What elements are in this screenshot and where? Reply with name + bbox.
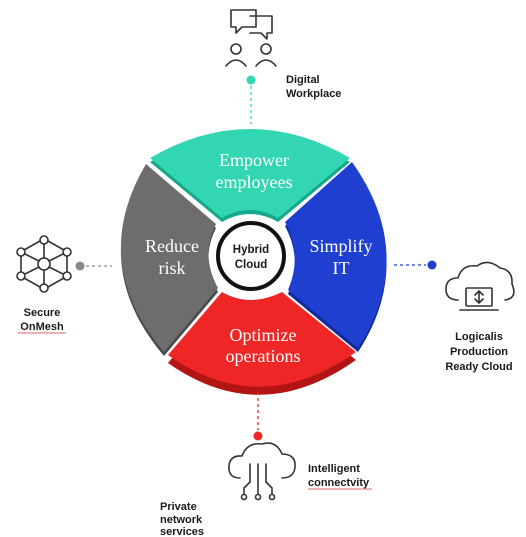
connectors [75,75,437,441]
outer-bottom-label1-1: Intelligent [308,463,360,475]
outer-right-label-1: Logicalis [455,331,503,343]
dot-bottom [253,431,263,441]
cloud-laptop-icon [445,261,515,311]
segment-right-label-2: IT [333,258,350,278]
segment-bottom-label-2: operations [226,346,301,366]
segment-bottom [168,292,356,387]
dot-right [427,260,437,270]
dot-left [75,261,85,271]
center-label-1: Hybrid [233,244,269,256]
outer-top-label-2: Workplace [286,88,341,100]
outer-right-label-2: Production [450,346,508,358]
mesh-network-icon [16,235,72,293]
outer-bottom-label2-2: network [160,514,203,526]
chat-users-icon [225,9,277,67]
outer-bottom-label2-1: Private [160,501,197,513]
outer-bottom-label1-2: connectvity [308,477,370,489]
center-circle [216,221,286,291]
segment-left-label-2: risk [159,258,186,278]
outer-left-label-2: OnMesh [20,321,64,333]
cloud-circuit-icon [228,442,296,501]
segment-top-label-1: Empower [219,150,289,170]
segment-top [150,129,350,218]
dot-top [246,75,256,85]
segment-top-label-2: employees [216,172,293,192]
outer-top-label-1: Digital [286,74,320,86]
outer-left-label-1: Secure [24,307,61,319]
center-label-2: Cloud [235,259,268,271]
segment-left [120,164,218,352]
outer-right-label-3: Ready Cloud [445,361,512,373]
segment-right-label-1: Simplify [309,236,372,256]
segment-right [285,162,387,348]
segment-left-label-1: Reduce [145,236,199,256]
outer-bottom-label2-3: services [160,526,204,537]
segment-bottom-label-1: Optimize [230,325,297,345]
wheel [120,129,387,395]
